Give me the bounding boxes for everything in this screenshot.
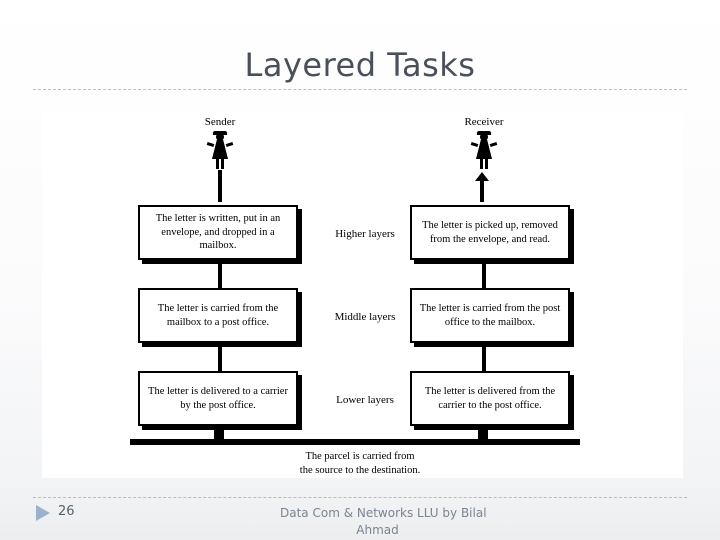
receiver-person-icon bbox=[470, 131, 498, 169]
receiver-connector-transport bbox=[478, 427, 488, 443]
receiver-box-lower: The letter is delivered from the carrier… bbox=[410, 371, 570, 426]
sender-box-lower: The letter is delivered to a carrier by … bbox=[138, 371, 298, 426]
layer-label-middle: Middle layers bbox=[334, 311, 396, 323]
parcel-caption-line1: The parcel is carried from bbox=[305, 451, 415, 462]
sender-box-higher: The letter is written, put in an envelop… bbox=[138, 205, 298, 260]
parcel-caption: The parcel is carried from the source to… bbox=[210, 450, 510, 477]
title-divider bbox=[33, 89, 687, 90]
footer-credit-line1: Data Com & Networks LLU by Bilal bbox=[280, 506, 487, 520]
sender-connector-2-3 bbox=[218, 344, 222, 372]
receiver-label: Receiver bbox=[464, 116, 504, 128]
footer-credit: Data Com & Networks LLU by Bilal Ahmad bbox=[280, 505, 580, 540]
sender-connector-1-2 bbox=[218, 261, 222, 289]
page-title: Layered Tasks bbox=[244, 46, 476, 84]
parcel-caption-line2: the source to the destination. bbox=[299, 464, 421, 476]
sender-connector-transport bbox=[214, 427, 224, 443]
receiver-up-arrow-icon bbox=[473, 172, 491, 202]
next-slide-triangle-icon[interactable] bbox=[36, 505, 50, 521]
transport-bar bbox=[130, 439, 580, 445]
footer-credit-line2: Ahmad bbox=[356, 523, 399, 538]
sender-label: Sender bbox=[204, 116, 236, 128]
sender-person-icon bbox=[206, 131, 234, 169]
page-number: 26 bbox=[58, 504, 75, 519]
footer-divider bbox=[33, 497, 687, 498]
receiver-box-middle: The letter is carried from the post offi… bbox=[410, 288, 570, 343]
receiver-connector-1-2 bbox=[482, 261, 486, 289]
layer-label-lower: Lower layers bbox=[336, 394, 394, 406]
sender-connector-top bbox=[218, 170, 222, 202]
receiver-box-higher: The letter is picked up, removed from th… bbox=[410, 205, 570, 260]
layer-label-higher: Higher layers bbox=[335, 228, 395, 240]
figure-panel: Sender Receiver The letter is written, p… bbox=[42, 110, 683, 478]
layered-tasks-diagram: Sender Receiver The letter is written, p… bbox=[42, 110, 683, 478]
sender-box-middle: The letter is carried from the mailbox t… bbox=[138, 288, 298, 343]
receiver-connector-2-3 bbox=[482, 344, 486, 372]
